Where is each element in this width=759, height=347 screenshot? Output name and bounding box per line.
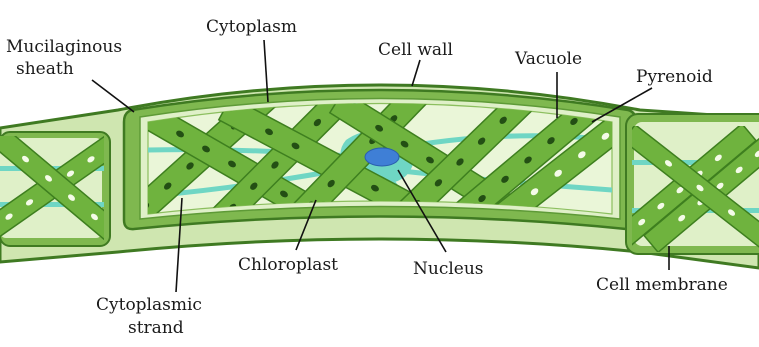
label-cell-wall: Cell wall xyxy=(378,40,453,60)
mucilaginous-leader xyxy=(92,80,134,112)
cell-wall-leader xyxy=(412,60,420,86)
nucleus xyxy=(365,148,399,166)
label-strand: strand xyxy=(128,318,184,338)
label-sheath: sheath xyxy=(16,59,74,79)
label-chloroplast: Chloroplast xyxy=(238,255,338,275)
label-mucilaginous: Mucilaginous xyxy=(6,37,122,57)
label-vacuole: Vacuole xyxy=(514,49,582,69)
label-cell-membrane: Cell membrane xyxy=(596,275,728,295)
right-cell xyxy=(604,114,759,256)
label-cytoplasm: Cytoplasm xyxy=(206,17,297,37)
label-pyrenoid: Pyrenoid xyxy=(636,67,713,87)
label-nucleus: Nucleus xyxy=(413,259,484,279)
label-cytoplasmic: Cytoplasmic xyxy=(96,295,202,315)
